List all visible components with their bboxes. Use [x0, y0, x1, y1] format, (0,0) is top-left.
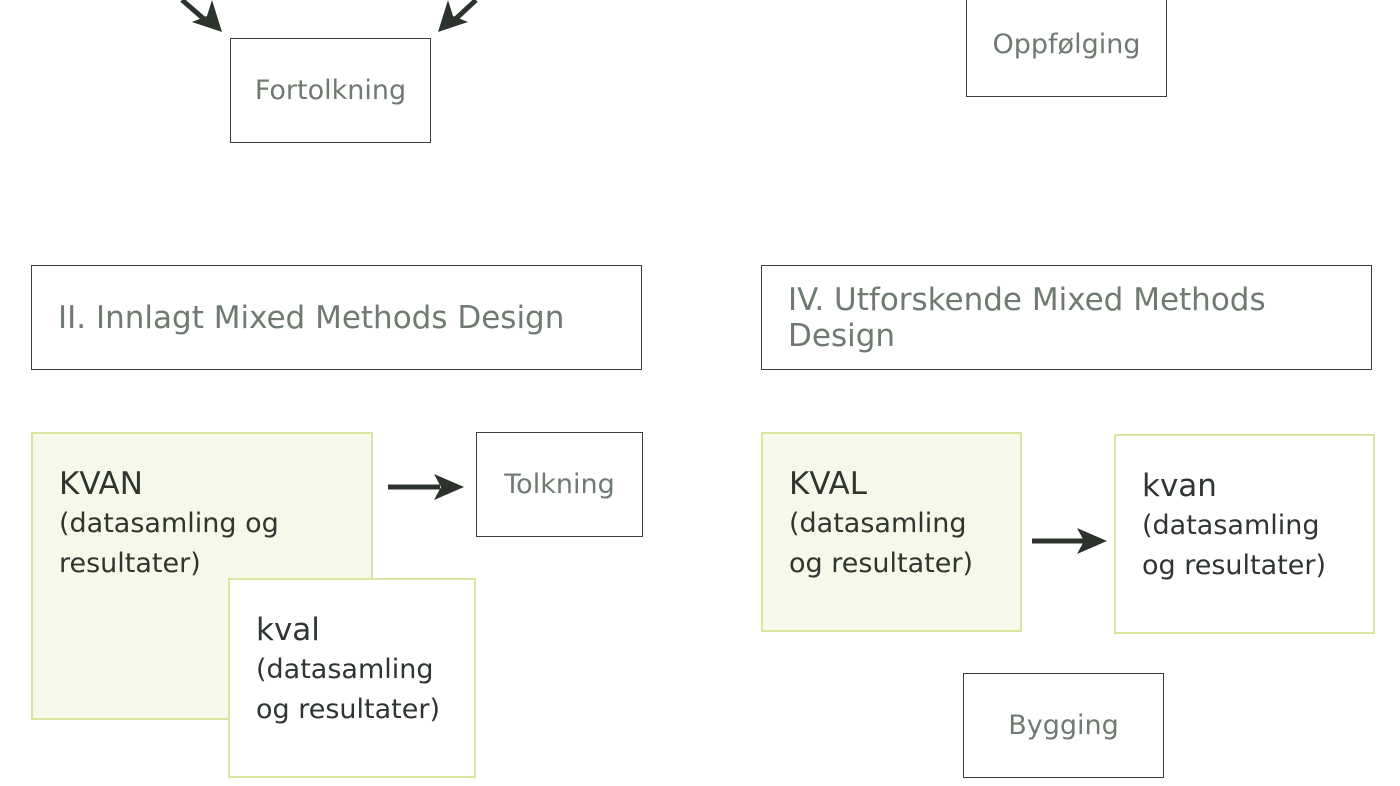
design2-title-box: II. Innlagt Mixed Methods Design [31, 265, 642, 370]
kval-first-label: KVAL [789, 466, 868, 502]
kval-desc-line2: og resultater) [256, 694, 441, 725]
kvan-second-box: kvan (datasamling og resultater) [1114, 434, 1375, 634]
fortolkning-label: Fortolkning [254, 75, 407, 106]
arrow-kvan-to-tolkning [388, 474, 464, 500]
kval-first-desc-line2: og resultater) [789, 548, 974, 579]
design2-title: II. Innlagt Mixed Methods Design [58, 299, 565, 336]
kvan-desc-line2: resultater) [59, 548, 201, 579]
bygging-label: Bygging [1008, 710, 1119, 741]
kval-first-desc-line1: (datasamling [789, 508, 967, 539]
arrow-into-fortolkning-right [438, 0, 478, 32]
arrow-into-fortolkning-left [180, 0, 222, 32]
oppfolging-label: Oppfølging [992, 29, 1141, 60]
arrow-kval-to-kvan [1032, 528, 1107, 554]
tolkning-box: Tolkning [476, 432, 643, 537]
design4-title: IV. Utforskende Mixed Methods Design [788, 281, 1266, 354]
kval-label: kval [256, 612, 320, 648]
bygging-box: Bygging [963, 673, 1164, 778]
kval-first-box: KVAL (datasamling og resultater) [761, 432, 1022, 632]
kvan-label: KVAN [59, 466, 143, 502]
kval-desc-line1: (datasamling [256, 654, 434, 685]
fortolkning-box: Fortolkning [230, 38, 431, 143]
oppfolging-box: Oppfølging [966, 0, 1167, 97]
kvan-second-label: kvan [1142, 468, 1217, 504]
kvan-second-desc-line1: (datasamling [1142, 510, 1320, 541]
tolkning-label: Tolkning [504, 469, 615, 500]
kvan-second-desc-line2: og resultater) [1142, 550, 1327, 581]
kvan-desc-line1: (datasamling og [59, 508, 279, 539]
design4-title-box: IV. Utforskende Mixed Methods Design [761, 265, 1372, 370]
kval-embedded-box: kval (datasamling og resultater) [228, 578, 476, 778]
